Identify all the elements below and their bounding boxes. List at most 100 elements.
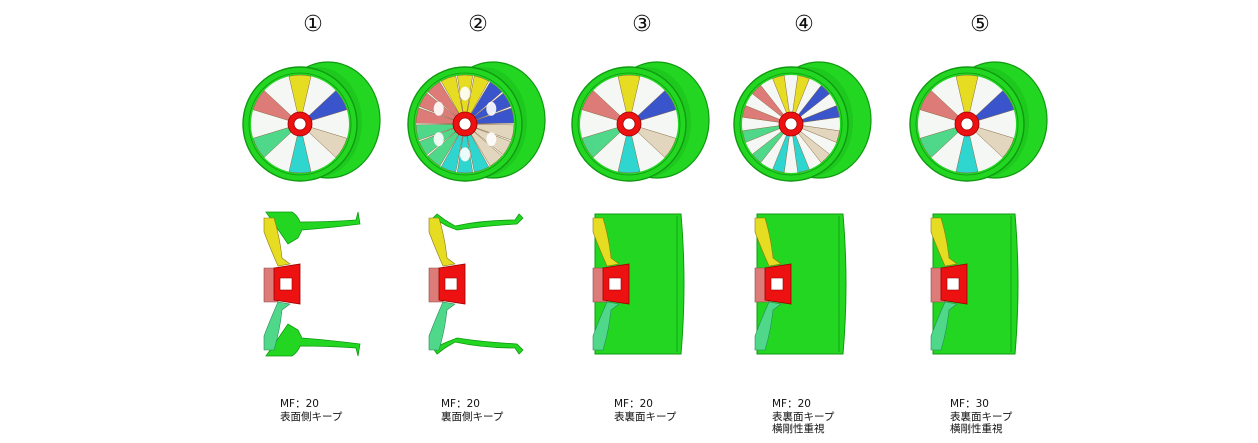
caption-line-1: MF：20	[441, 398, 480, 410]
spoke	[464, 123, 490, 173]
spoke	[752, 85, 792, 125]
hub-bore	[293, 117, 307, 131]
rim-profile-bottom	[432, 337, 524, 355]
wheel-front-view	[407, 61, 546, 182]
mesh-hole	[433, 132, 444, 147]
caption-line-2: 表裏面キープ	[950, 410, 1013, 423]
caption-line-2: 表裏面キープ	[772, 410, 835, 423]
mesh-hole	[486, 132, 497, 147]
mesh-hole	[486, 101, 497, 116]
spoke	[790, 123, 840, 143]
design-column-5: ⑤ MF：30 表裏面キープ 横剛性重視	[905, 0, 1055, 443]
rim-lip-edge	[248, 72, 352, 176]
spoke	[581, 123, 630, 158]
hub-section-bore	[946, 277, 960, 291]
wheel-cross-section	[754, 213, 847, 355]
spoke	[299, 90, 348, 125]
spoke	[464, 75, 490, 125]
design-number: ⑤	[970, 12, 990, 37]
spoke	[919, 90, 968, 125]
spoke	[464, 123, 503, 167]
design-caption: MF：20 表裏面キープ 横剛性重視	[772, 398, 834, 436]
spoke	[919, 123, 968, 158]
spoke	[955, 123, 979, 174]
design-caption: MF：20 裏面側キープ	[441, 398, 503, 423]
spoke	[288, 74, 312, 125]
hub-bore	[784, 117, 798, 131]
design-column-3: ③ MF：20 表裏面キープ	[567, 0, 717, 443]
rim-barrel-side	[756, 213, 847, 355]
spoke-section-bottom	[754, 301, 782, 351]
spoke	[440, 123, 466, 173]
caption-line-1: MF：20	[614, 398, 653, 410]
hub-section-bore	[444, 277, 458, 291]
wheel-cross-section	[428, 213, 524, 355]
spoke	[581, 90, 630, 125]
spoke-group	[919, 74, 1015, 174]
spoke	[966, 123, 1015, 158]
spoke-section-bottom	[428, 301, 456, 351]
spoke	[790, 75, 810, 125]
caption-line-1: MF：30	[950, 398, 989, 410]
caption-line-2: 裏面側キープ	[441, 410, 504, 423]
hub-bore	[458, 117, 472, 131]
spoke	[427, 123, 466, 167]
design-caption: MF：20 表裏面キープ	[614, 398, 676, 423]
spoke-section-top	[428, 217, 456, 267]
wheel-cross-section	[930, 213, 1019, 355]
spoke	[252, 90, 301, 125]
caption-line-2: 表面側キープ	[280, 410, 343, 423]
spoke	[464, 123, 515, 141]
spoke	[252, 123, 301, 158]
wheel-front-view	[909, 61, 1048, 182]
spoke	[790, 123, 810, 173]
spoke-group	[415, 74, 515, 174]
hub-bore	[622, 117, 636, 131]
spoke-section-top	[592, 217, 620, 267]
design-number: ①	[303, 12, 323, 37]
spoke-section-top	[754, 217, 782, 267]
spoke	[966, 90, 1015, 125]
spoke-section-top	[930, 217, 958, 267]
spoke	[415, 123, 466, 141]
caption-line-1: MF：20	[280, 398, 319, 410]
rim-lip-edge	[915, 72, 1019, 176]
caption-line-3: 横剛性重視	[772, 423, 825, 435]
spoke-group	[581, 74, 677, 174]
spoke	[742, 105, 792, 125]
spoke	[415, 107, 466, 125]
hub-bore	[960, 117, 974, 131]
design-column-2: ② MF：20 裏面側キープ	[403, 0, 553, 443]
rim-profile-bottom	[265, 323, 361, 357]
spoke	[617, 123, 641, 174]
wheel-front-view	[733, 61, 872, 182]
spoke-section-bottom	[592, 301, 620, 351]
rim-barrel-side	[932, 213, 1019, 355]
mesh-hole	[460, 147, 470, 162]
rim-profile-top	[265, 211, 361, 245]
mesh-hole	[433, 101, 444, 116]
spoke	[617, 74, 641, 125]
rim-profile-top	[432, 213, 524, 231]
spoke-section-bottom	[930, 301, 958, 351]
spoke	[464, 81, 503, 125]
caption-line-3: 横剛性重視	[950, 423, 1003, 435]
rim-lip-edge	[413, 72, 517, 176]
wheel-front-view	[242, 61, 381, 182]
design-number: ②	[468, 12, 488, 37]
caption-line-1: MF：20	[772, 398, 811, 410]
spoke	[772, 75, 792, 125]
design-number: ④	[794, 12, 814, 37]
spoke	[628, 90, 677, 125]
spoke	[790, 123, 830, 163]
spoke	[628, 123, 677, 158]
spoke	[790, 105, 840, 125]
spoke-section-top	[263, 217, 291, 267]
spoke	[464, 107, 515, 125]
rim-barrel-side	[594, 213, 685, 355]
spoke	[742, 123, 792, 143]
mesh-hole	[460, 86, 470, 101]
rim-lip-edge	[739, 72, 843, 176]
rim-lip-edge	[577, 72, 681, 176]
hub-section-bore	[770, 277, 784, 291]
